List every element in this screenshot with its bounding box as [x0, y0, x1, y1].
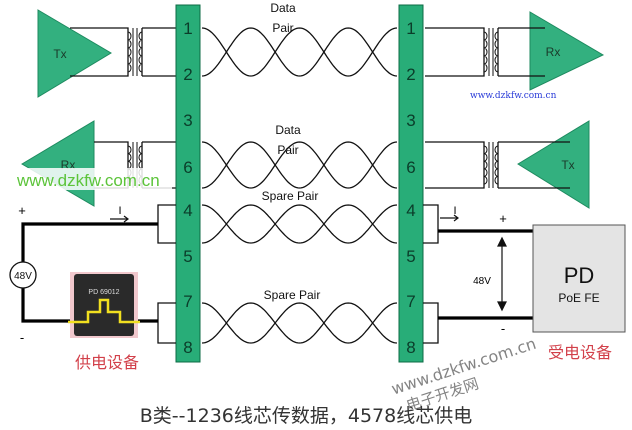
chip-icon: PD 69012: [68, 272, 140, 338]
chip-text: PD 69012: [88, 289, 119, 296]
left-pin: 3: [183, 111, 192, 130]
data-pair-1-label: Pair: [272, 21, 293, 35]
left-pin: 6: [183, 158, 192, 177]
voltage-arrow-icon: [497, 236, 507, 312]
pse-label: 供电设备: [75, 353, 139, 372]
current-arrow-icon: [110, 215, 129, 223]
voltage-source-icon: [9, 261, 37, 289]
left-pin: 1: [183, 19, 192, 38]
caption: B类--1236线芯传数据，4578线芯供电: [140, 405, 472, 427]
data-pair-2-label: Data: [275, 123, 301, 137]
twisted-pair-wire: [201, 204, 398, 244]
twisted-pairs: [201, 27, 398, 344]
twisted-pair-wire: [201, 27, 398, 77]
pse-current: I: [118, 205, 121, 217]
left-tx-amplifier-icon: [37, 9, 112, 98]
pd-label: 受电设备: [548, 343, 612, 362]
left-pin: 7: [183, 292, 192, 311]
right-pin: 2: [406, 65, 415, 84]
right-pin: 7: [406, 292, 415, 311]
spare-pair-brackets: [157, 204, 439, 344]
right-pin: 1: [406, 19, 415, 38]
spare-pair-2-label: Spare Pair: [264, 288, 321, 302]
pse-minus: -: [20, 330, 24, 345]
pin-numbers: 1 2 3 6 4 5 7 8 1 2 3 6 4 5 7 8: [183, 19, 415, 357]
twisted-pair-wire: [201, 141, 398, 189]
pd-minus: -: [501, 321, 505, 336]
pd-box: [532, 224, 626, 333]
pd-title: PD: [564, 263, 595, 288]
left-pin: 4: [183, 201, 192, 220]
right-rx-amplifier-icon: [529, 11, 605, 91]
left-pin: 8: [183, 338, 192, 357]
pse-voltage: 48V: [14, 271, 32, 282]
pd-voltage: 48V: [473, 276, 491, 287]
watermark-blue: www.dzkfw.com.cn: [470, 91, 557, 101]
left-rx-amplifier-icon: [21, 120, 95, 207]
right-pin: 3: [406, 111, 415, 130]
transformer-icon: [127, 28, 143, 76]
twisted-pair-wire: [201, 204, 398, 244]
pse-circuit: 48V + - I PD 69012 供电设备: [9, 203, 158, 372]
watermark-green-backdrop: [14, 168, 172, 190]
data-pair-2-label: Pair: [277, 143, 298, 157]
left-pin: 2: [183, 65, 192, 84]
right-pin: 4: [406, 201, 415, 220]
left-pin: 5: [183, 247, 192, 266]
left-tx-label: Tx: [53, 47, 66, 61]
right-rx-label: Rx: [546, 45, 561, 59]
current-arrow-icon: [440, 214, 459, 222]
twisted-pair-wire: [201, 141, 398, 189]
twisted-pair-wire: [201, 27, 398, 77]
left-rj45-connector: [175, 4, 201, 363]
data-pair-1-label: Data: [270, 1, 296, 15]
right-pin: 6: [406, 158, 415, 177]
transformer-icon: [483, 28, 499, 76]
pd-subtitle: PoE FE: [558, 291, 599, 305]
right-tx-amplifier-icon: [517, 120, 590, 209]
twisted-pair-wire: [201, 302, 398, 344]
pse-plus: +: [18, 203, 26, 218]
pd-plus: +: [499, 211, 507, 226]
transformer-icon: [483, 142, 499, 188]
right-rj45-connector: [398, 4, 424, 363]
pd-current: I: [453, 205, 456, 217]
twisted-pair-wire: [201, 302, 398, 344]
pd-circuit: I + - 48V PD PoE FE 受电设备: [438, 205, 626, 362]
spare-pair-1-label: Spare Pair: [262, 189, 319, 203]
right-pin: 5: [406, 247, 415, 266]
right-tx-label: Tx: [561, 158, 574, 172]
watermark-green: www.dzkfw.com.cn: [16, 171, 160, 190]
right-pin: 8: [406, 338, 415, 357]
